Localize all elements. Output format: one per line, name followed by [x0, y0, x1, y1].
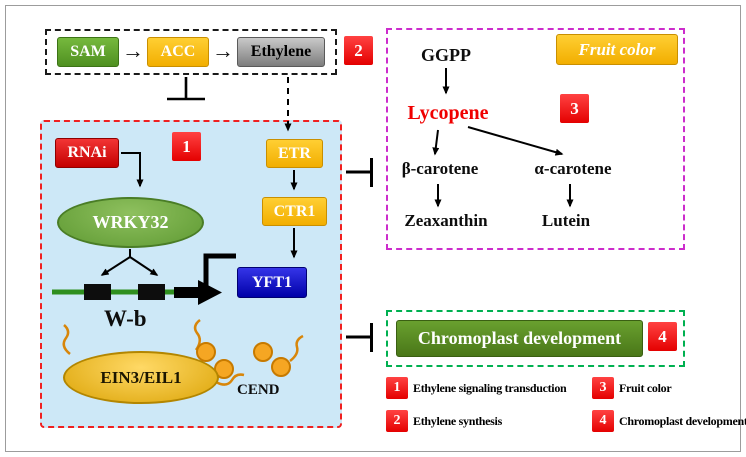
legend-label-2: Ethylene synthesis: [413, 413, 502, 428]
legend-label-4: Chromoplast development: [619, 413, 746, 428]
badge-fruit-color: 3: [560, 94, 589, 123]
legend: 1 Ethylene signaling transduction 3 Frui…: [386, 377, 746, 432]
rnai-node: RNAi: [55, 138, 119, 168]
cend-label: CEND: [237, 382, 280, 398]
legend-badge-2: 2: [386, 410, 408, 432]
sam-node: SAM: [57, 37, 119, 67]
legend-item-fruit-color: 3 Fruit color: [592, 377, 746, 399]
wbox-label: W-b: [104, 306, 147, 331]
inhibition-chromoplast-tbar: [346, 323, 373, 352]
fruit-color-title: Fruit color: [556, 34, 678, 65]
ggpp-label: GGPP: [421, 45, 471, 65]
ethylene-node: Ethylene: [237, 37, 325, 67]
badge-chromoplast: 4: [648, 322, 677, 351]
legend-label-1: Ethylene signaling transduction: [413, 380, 567, 395]
wrky32-node: WRKY32: [57, 197, 204, 248]
lycopene-label: Lycopene: [407, 102, 489, 124]
ein3-eil1-node: EIN3/EIL1: [63, 351, 219, 404]
chromoplast-node: Chromoplast development: [396, 320, 643, 357]
ethylene-synthesis-box: SAM → ACC → Ethylene: [45, 29, 337, 75]
etr-node: ETR: [266, 139, 323, 168]
legend-badge-3: 3: [592, 377, 614, 399]
inhibition-fruit-color-tbar: [346, 158, 373, 187]
acc-node: ACC: [147, 37, 209, 67]
arrow-acc-ethylene-icon: →: [212, 37, 234, 63]
legend-item-chromoplast: 4 Chromoplast development: [592, 410, 746, 432]
legend-item-synthesis: 2 Ethylene synthesis: [386, 410, 592, 432]
arrow-sam-acc-icon: →: [122, 37, 144, 63]
legend-badge-1: 1: [386, 377, 408, 399]
legend-label-3: Fruit color: [619, 380, 672, 395]
legend-badge-4: 4: [592, 410, 614, 432]
badge-ethylene-signaling: 1: [172, 132, 201, 161]
yft1-node: YFT1: [237, 267, 307, 298]
badge-ethylene-synthesis: 2: [344, 36, 373, 65]
ctr1-node: CTR1: [262, 197, 327, 226]
legend-item-signaling: 1 Ethylene signaling transduction: [386, 377, 592, 399]
alpha-carotene-label: α-carotene: [534, 159, 612, 178]
beta-carotene-label: β-carotene: [401, 159, 479, 178]
zeaxanthin-label: Zeaxanthin: [404, 211, 488, 230]
inhibition-synthesis-tbar: [167, 77, 205, 101]
lutein-label: Lutein: [541, 211, 591, 230]
